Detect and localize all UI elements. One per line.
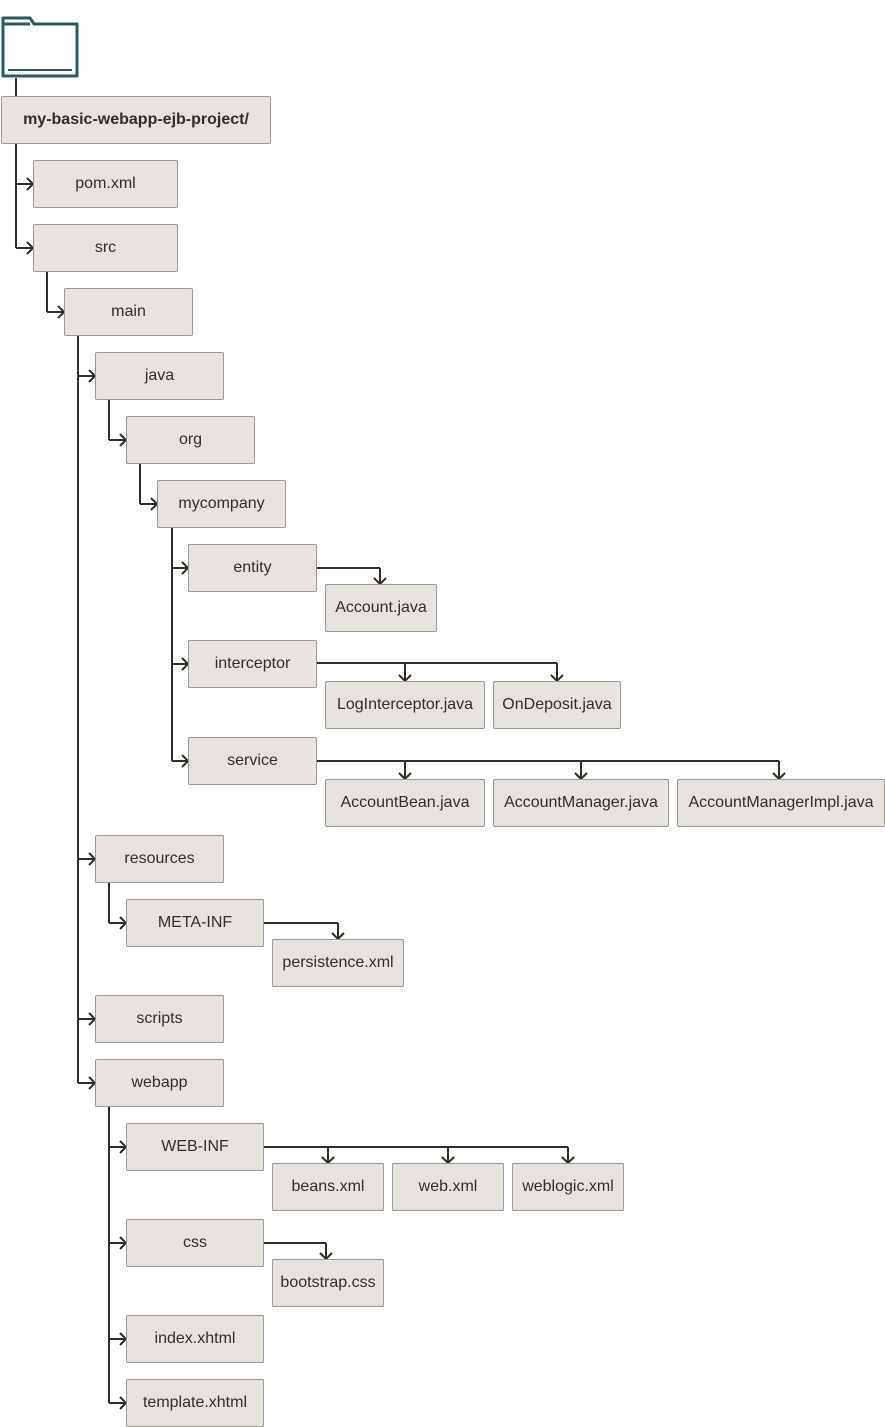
file-ondeposit-java: OnDeposit.java: [493, 681, 621, 729]
folder-entity: entity: [188, 544, 317, 592]
folder-meta-inf: META-INF: [126, 899, 264, 947]
folder-interceptor: interceptor: [188, 640, 317, 688]
file-weblogic-xml: weblogic.xml: [512, 1163, 624, 1211]
folder-icon: [1, 16, 79, 80]
file-web-xml: web.xml: [392, 1163, 504, 1211]
folder-webapp: webapp: [95, 1059, 224, 1107]
folder-web-inf: WEB-INF: [126, 1123, 264, 1171]
file-persistence-xml: persistence.xml: [272, 939, 404, 987]
folder-scripts: scripts: [95, 995, 224, 1043]
folder-css: css: [126, 1219, 264, 1267]
folder-java: java: [95, 352, 224, 400]
file-pom-xml: pom.xml: [33, 160, 178, 208]
root-folder: my-basic-webapp-ejb-project/: [1, 96, 271, 144]
file-template-xhtml: template.xhtml: [126, 1379, 264, 1427]
file-accountmanager-java: AccountManager.java: [493, 779, 669, 827]
folder-src: src: [33, 224, 178, 272]
file-beans-xml: beans.xml: [272, 1163, 384, 1211]
file-index-xhtml: index.xhtml: [126, 1315, 264, 1363]
file-accountmanagerimpl-java: AccountManagerImpl.java: [677, 779, 885, 827]
file-bootstrap-css: bootstrap.css: [272, 1259, 384, 1307]
file-accountbean-java: AccountBean.java: [325, 779, 485, 827]
folder-service: service: [188, 737, 317, 785]
folder-mycompany: mycompany: [157, 480, 286, 528]
folder-main: main: [64, 288, 193, 336]
folder-resources: resources: [95, 835, 224, 883]
folder-org: org: [126, 416, 255, 464]
file-account-java: Account.java: [325, 584, 437, 632]
file-loginterceptor-java: LogInterceptor.java: [325, 681, 485, 729]
